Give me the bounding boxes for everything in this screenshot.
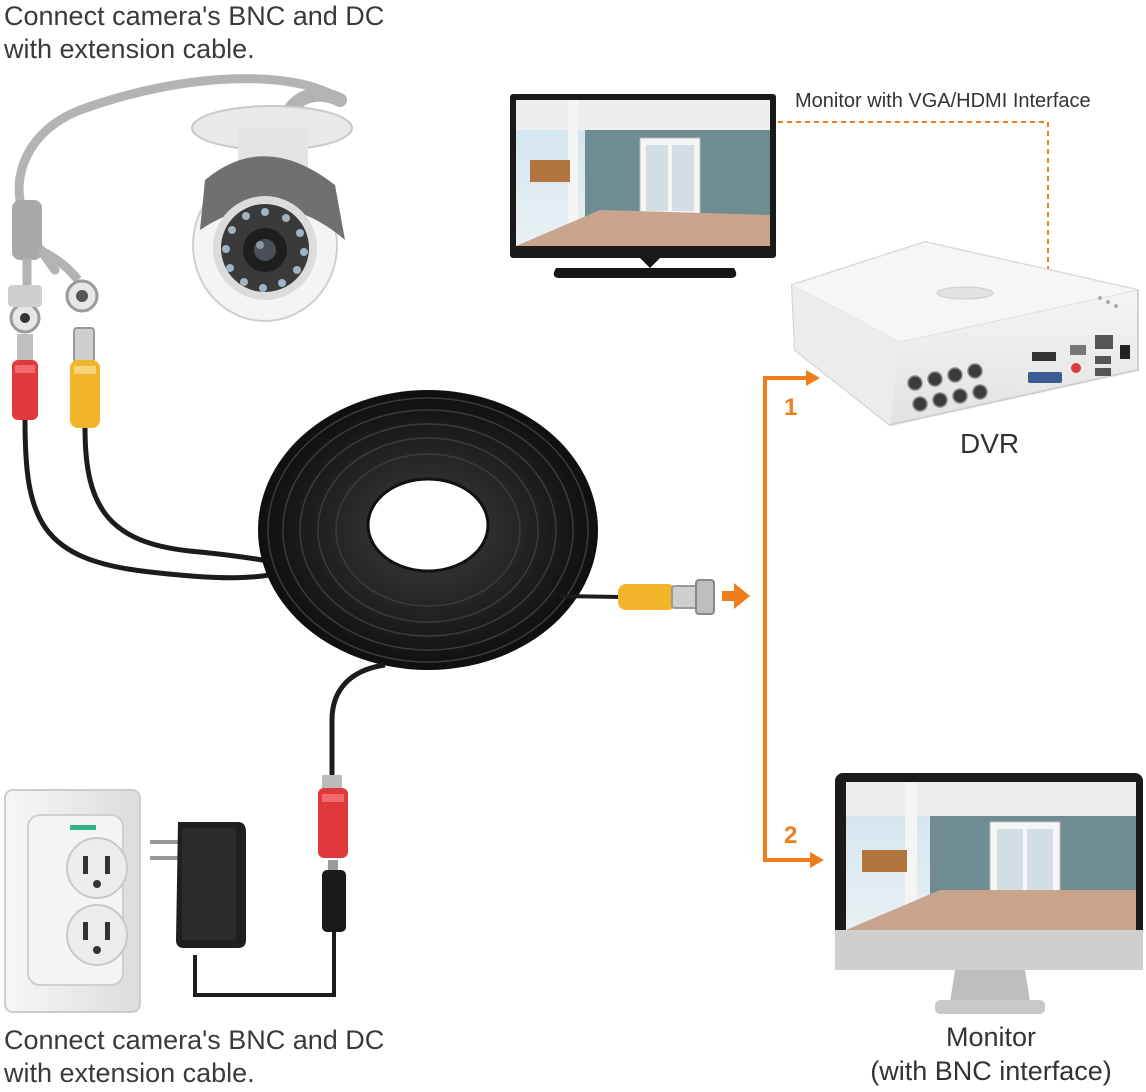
caption-bottom-line-2: with extension cable.	[4, 1058, 255, 1088]
wall-outlet	[4, 789, 141, 1013]
caption-top: Connect camera's BNC and DC with extensi…	[4, 0, 384, 66]
vga-hdmi-monitor	[510, 94, 776, 278]
caption-top-line-2: with extension cable.	[4, 34, 255, 64]
dvr-label: DVR	[960, 428, 1020, 459]
bnc-monitor-label-line-2: (with BNC interface)	[870, 1056, 1112, 1086]
power-cable	[193, 662, 386, 997]
step-2-number: 2	[784, 822, 798, 849]
arrow-to-bnc-monitor	[810, 852, 824, 868]
caption-bottom: Connect camera's BNC and DC with extensi…	[4, 1024, 384, 1090]
vga-hdmi-monitor-label: Monitor with VGA/HDMI Interface	[795, 90, 1091, 112]
extension-camera-plugs	[12, 327, 291, 581]
bnc-monitor	[835, 773, 1143, 1014]
caption-bottom-line-1: Connect camera's BNC and DC	[4, 1025, 385, 1055]
caption-top-line-1: Connect camera's BNC and DC	[4, 1, 385, 31]
arrow-to-dvr	[806, 370, 820, 386]
step-1-number: 1	[784, 394, 798, 421]
power-adapter	[150, 822, 246, 948]
bullet-camera	[14, 74, 353, 322]
routing-lines	[763, 376, 812, 862]
bnc-output-plug	[559, 579, 715, 615]
camera-pigtail-connectors	[8, 200, 99, 334]
bnc-monitor-label: Monitor (with BNC interface)	[836, 1020, 1146, 1088]
extension-cable-coil	[258, 390, 598, 670]
output-arrow-icon	[722, 583, 750, 609]
bnc-monitor-label-line-1: Monitor	[945, 1022, 1037, 1052]
dvr-unit	[790, 240, 1139, 427]
